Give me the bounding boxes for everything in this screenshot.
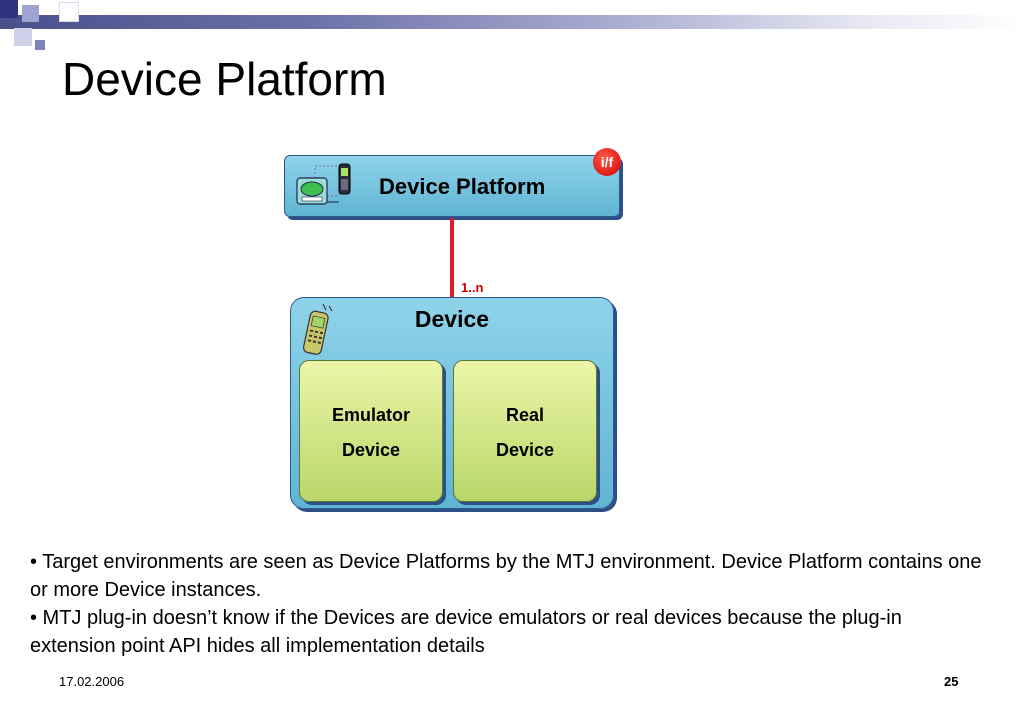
emulator-device-box: Emulator Device	[299, 360, 443, 502]
page-number: 25	[944, 674, 959, 689]
pda-and-phone-icon	[296, 163, 351, 205]
device-label: Device	[414, 306, 490, 332]
emulator-device-label: Device	[341, 440, 401, 460]
real-device-box: Real Device	[453, 360, 597, 502]
platform-device-connector	[450, 218, 454, 298]
slide-body-text: • Target environments are seen as Device…	[30, 548, 990, 660]
bullet-point: • Target environments are seen as Device…	[30, 551, 982, 601]
decor-square	[22, 5, 39, 22]
emulator-device-label: Emulator	[331, 405, 410, 425]
device-platform-label: Device Platform	[379, 174, 546, 199]
bullet-point: • MTJ plug-in doesn’t know if the Device…	[30, 607, 902, 657]
decor-square	[35, 40, 45, 50]
interface-badge: i/f	[593, 148, 621, 176]
header-gradient-band	[0, 15, 1023, 29]
slide-title: Device Platform	[62, 53, 387, 105]
decor-square	[59, 2, 79, 22]
decor-square	[14, 28, 32, 46]
device-platform-box: Device Platform	[284, 155, 620, 217]
real-device-label: Real	[505, 405, 545, 425]
mobile-phone-icon	[302, 303, 333, 355]
real-device-label: Device	[495, 440, 555, 460]
multiplicity-label: 1..n	[461, 280, 484, 295]
decor-square	[0, 0, 18, 18]
device-box: Device Emulator Device Real Device	[290, 297, 614, 509]
footer-date: 17.02.2006	[59, 674, 125, 689]
